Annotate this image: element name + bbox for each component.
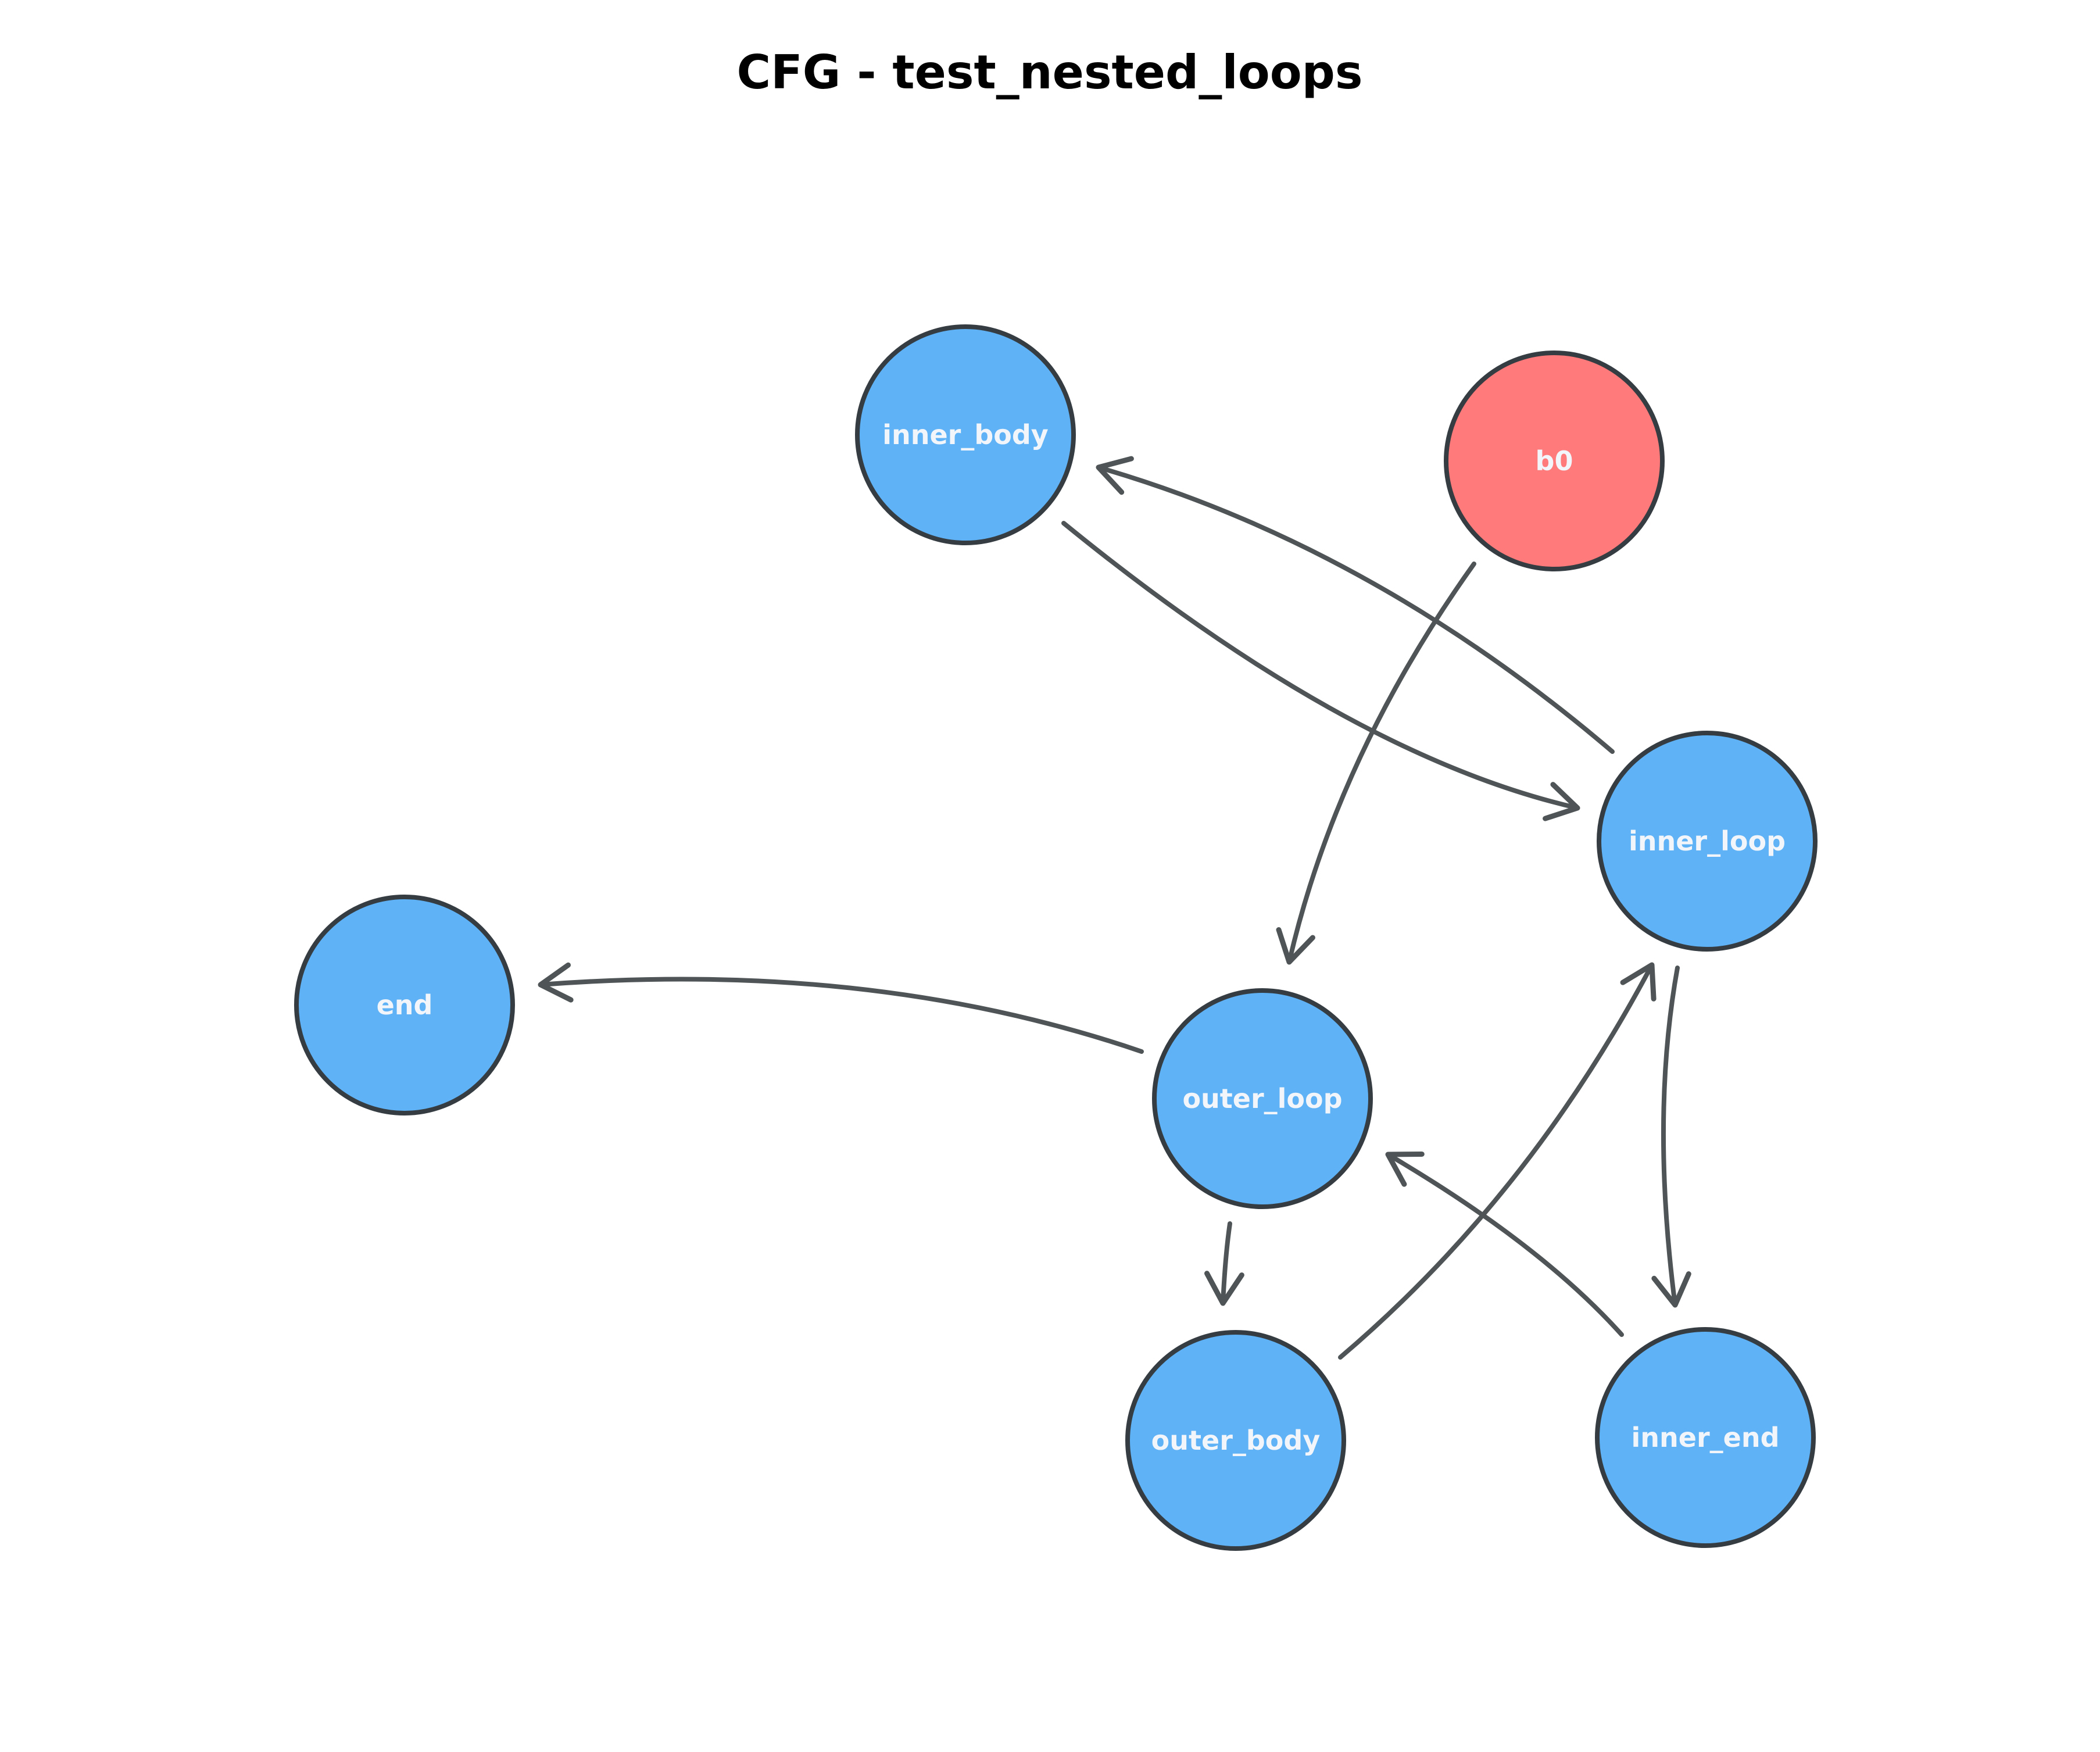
- edge-line: [1661, 966, 1680, 1307]
- node-label: inner_end: [1631, 1422, 1779, 1453]
- node-label: outer_loop: [1182, 1083, 1342, 1114]
- node-label: outer_body: [1151, 1425, 1321, 1456]
- node-inner_end[interactable]: inner_end: [1595, 1327, 1816, 1548]
- node-inner_body[interactable]: inner_body: [855, 324, 1076, 545]
- edge-inner_body-to-inner_loop: [1061, 521, 1580, 821]
- arrowhead: [538, 962, 574, 1003]
- node-circle[interactable]: [855, 324, 1076, 545]
- node-label: end: [377, 989, 433, 1021]
- edge-line: [1221, 1221, 1232, 1306]
- edge-b0-to-outer_loop: [1276, 562, 1476, 965]
- node-circle[interactable]: [1595, 1327, 1816, 1548]
- edge-line: [1096, 465, 1615, 754]
- arrowhead: [1543, 782, 1580, 821]
- node-circle[interactable]: [294, 895, 515, 1115]
- arrowhead: [1276, 927, 1315, 965]
- node-label: b0: [1536, 445, 1573, 477]
- node-inner_loop[interactable]: inner_loop: [1597, 731, 1818, 952]
- diagram-title: CFG - test_nested_loops: [736, 45, 1362, 99]
- edge-line: [1287, 562, 1476, 964]
- arrowhead: [1096, 456, 1134, 495]
- arrowhead: [1620, 962, 1657, 1002]
- edge-inner_end-to-outer_loop: [1385, 1151, 1624, 1337]
- edge-line: [1061, 521, 1580, 810]
- edge-line: [1338, 963, 1654, 1360]
- node-end[interactable]: end: [294, 895, 515, 1115]
- edge-outer_loop-to-end: [538, 962, 1144, 1054]
- node-label: inner_loop: [1629, 825, 1786, 857]
- node-outer_body[interactable]: outer_body: [1125, 1330, 1346, 1551]
- node-circle[interactable]: [1125, 1330, 1346, 1551]
- edge-layer: [538, 456, 1691, 1360]
- edge-inner_loop-to-inner_end: [1651, 966, 1691, 1308]
- arrowhead: [1385, 1151, 1425, 1187]
- edge-outer_body-to-inner_loop: [1338, 962, 1657, 1360]
- edge-line: [1386, 1152, 1624, 1337]
- node-circle[interactable]: [1597, 731, 1818, 952]
- node-b0[interactable]: b0: [1444, 351, 1665, 571]
- edge-outer_loop-to-outer_body: [1204, 1221, 1244, 1306]
- arrowhead: [1651, 1271, 1691, 1308]
- edge-inner_loop-to-inner_body: [1096, 456, 1615, 754]
- node-label: inner_body: [882, 419, 1049, 450]
- node-circle[interactable]: [1152, 988, 1373, 1209]
- node-outer_loop[interactable]: outer_loop: [1152, 988, 1373, 1209]
- arrowhead: [1204, 1271, 1244, 1306]
- edge-line: [538, 977, 1144, 1054]
- node-circle[interactable]: [1444, 351, 1665, 571]
